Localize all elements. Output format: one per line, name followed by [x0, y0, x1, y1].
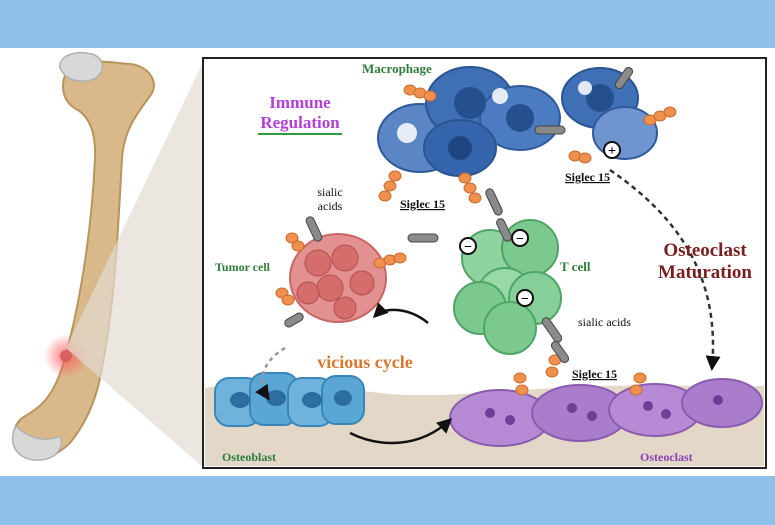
- svg-text:−: −: [521, 292, 529, 307]
- activation-sign: +: [603, 141, 621, 159]
- label-osteoclast: Osteoclast: [640, 450, 693, 464]
- label-siglec-bottom: Siglec 15: [572, 367, 617, 381]
- zoom-wedge: [66, 60, 204, 468]
- label-siglec-right: Siglec 15: [565, 170, 610, 184]
- label-osteoclast-maturation-1: Osteoclast: [663, 240, 747, 261]
- diagram-canvas: + − − − Macrophage Immune Regulation sia…: [11, 52, 767, 469]
- label-vicious-cycle: vicious cycle: [317, 352, 412, 372]
- label-t-cell: T cell: [560, 259, 591, 274]
- svg-text:−: −: [516, 232, 524, 247]
- osteoclast-cells: [449, 378, 763, 447]
- t-cell-cluster: [453, 219, 562, 355]
- svg-text:+: +: [608, 144, 616, 159]
- label-sialic-right: sialic acids: [578, 315, 631, 329]
- top-banner: [0, 0, 775, 48]
- label-tumor-cell: Tumor cell: [215, 260, 271, 274]
- receptor-rods: [284, 66, 634, 364]
- inhibition-sign-2: −: [511, 229, 529, 247]
- vicious-cycle-arrow-bottom: [349, 417, 453, 445]
- inhibition-sign-3: −: [516, 289, 534, 307]
- label-sialic-left-2: acids: [318, 199, 343, 213]
- vicious-cycle-arrow-top: [372, 302, 429, 324]
- maturation-arrow: [609, 168, 721, 371]
- osteoblast-cells: [214, 372, 365, 427]
- figure-stage: + − − − Macrophage Immune Regulation sia…: [0, 48, 775, 476]
- tumor-site-dot: [60, 350, 72, 362]
- label-sialic-left-1: sialic: [317, 185, 342, 199]
- svg-text:−: −: [464, 240, 472, 255]
- label-siglec-center: Siglec 15: [400, 197, 445, 211]
- bottom-banner: [0, 476, 775, 525]
- label-immune-regulation-2: Regulation: [260, 113, 340, 132]
- label-osteoclast-maturation-2: Maturation: [658, 262, 752, 283]
- femur-illustration: [11, 52, 155, 461]
- label-osteoblast: Osteoblast: [222, 450, 276, 464]
- siglec-chains: [275, 84, 677, 396]
- vicious-cycle-arrow-left: [255, 346, 286, 401]
- label-immune-regulation-1: Immune: [269, 93, 331, 112]
- tumor-cell-cluster: [289, 233, 387, 323]
- label-macrophage: Macrophage: [362, 61, 432, 76]
- inhibition-sign-1: −: [459, 237, 477, 255]
